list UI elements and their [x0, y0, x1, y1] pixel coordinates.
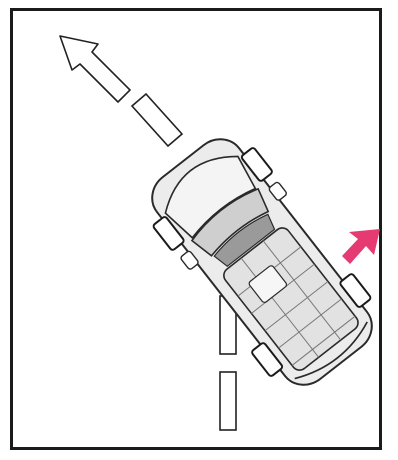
- dashed-lane-markings: [220, 296, 236, 430]
- lane-dash-2: [220, 372, 236, 430]
- van-top-view-icon: [133, 122, 391, 403]
- outline-arrow-up-left-icon: [60, 36, 130, 102]
- path-dashes: [132, 94, 182, 146]
- path-dash-1: [132, 94, 182, 146]
- pink-arrow-up-right-icon: [342, 229, 380, 264]
